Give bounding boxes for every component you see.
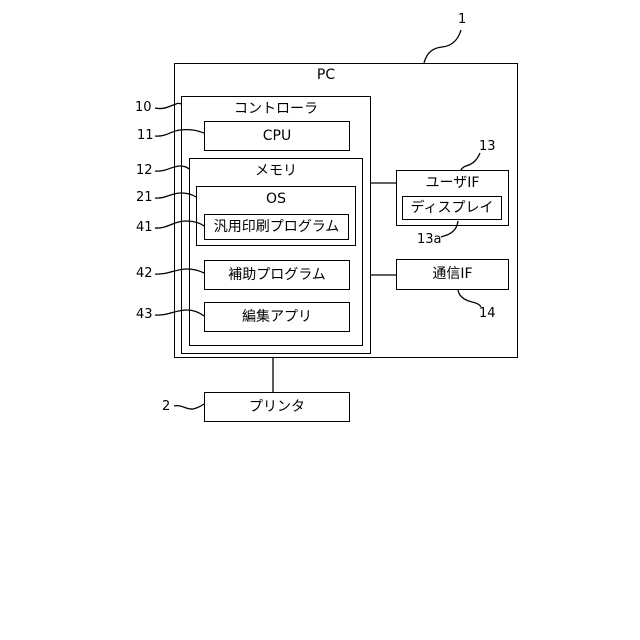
ref-os: 21: [136, 191, 153, 205]
auxiliary-program-label: 補助プログラム: [204, 267, 350, 283]
printer-label: プリンタ: [204, 399, 350, 415]
general-print-program-label: 汎用印刷プログラム: [204, 219, 349, 235]
ref-pc: 1: [458, 13, 466, 27]
pc-title: PC: [306, 67, 346, 83]
cpu-label: CPU: [204, 128, 350, 144]
ref-general-print-program: 41: [136, 221, 153, 235]
comm-if-label: 通信IF: [396, 266, 509, 282]
ref-cpu: 11: [137, 129, 154, 143]
user-if-label: ユーザIF: [396, 175, 509, 191]
display-label: ディスプレイ: [402, 200, 502, 216]
leader-pc: [424, 30, 461, 63]
ref-display: 13a: [417, 233, 442, 247]
ref-memory: 12: [136, 164, 153, 178]
ref-comm-if: 14: [479, 307, 496, 321]
ref-printer: 2: [162, 400, 170, 414]
ref-controller: 10: [135, 101, 152, 115]
controller-title: コントローラ: [181, 101, 371, 117]
leader-printer: [174, 404, 204, 409]
editing-app-label: 編集アプリ: [204, 309, 350, 325]
memory-title: メモリ: [189, 163, 363, 179]
ref-auxiliary-program: 42: [136, 267, 153, 281]
ref-editing-app: 43: [136, 308, 153, 322]
os-label: OS: [196, 191, 356, 207]
ref-user-if: 13: [479, 140, 496, 154]
